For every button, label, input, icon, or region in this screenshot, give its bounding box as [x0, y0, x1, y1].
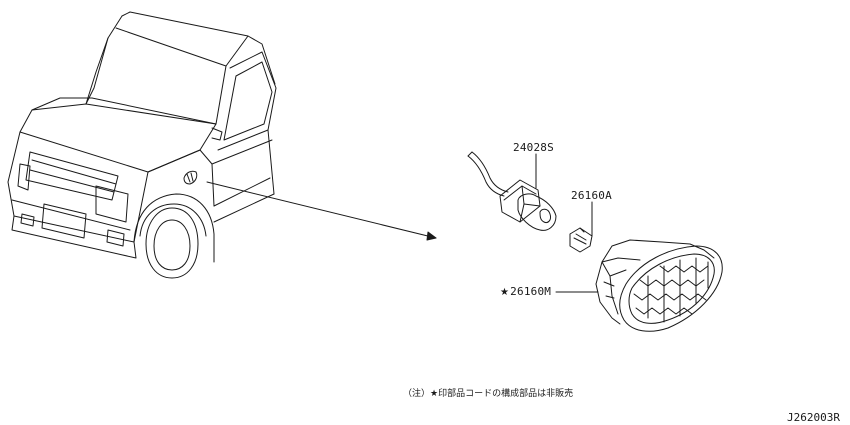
lamp-part-number: 26160M [510, 285, 552, 298]
bulb-illustration [569, 201, 593, 253]
non-sale-marker: ★ [500, 287, 510, 298]
diagram-code: J262003R [787, 411, 840, 424]
lamp-illustration [555, 239, 723, 332]
vehicle-illustration [7, 11, 277, 279]
bulb-part-label: 26160A [571, 189, 612, 202]
lamp-part-label: ★26160M [500, 286, 551, 299]
socket-part-label: 24028S [513, 141, 554, 154]
socket-illustration [467, 151, 557, 231]
footnote: （注）★印部品コードの構成部品は非販売 [403, 389, 574, 399]
leader-arrow [206, 181, 437, 241]
